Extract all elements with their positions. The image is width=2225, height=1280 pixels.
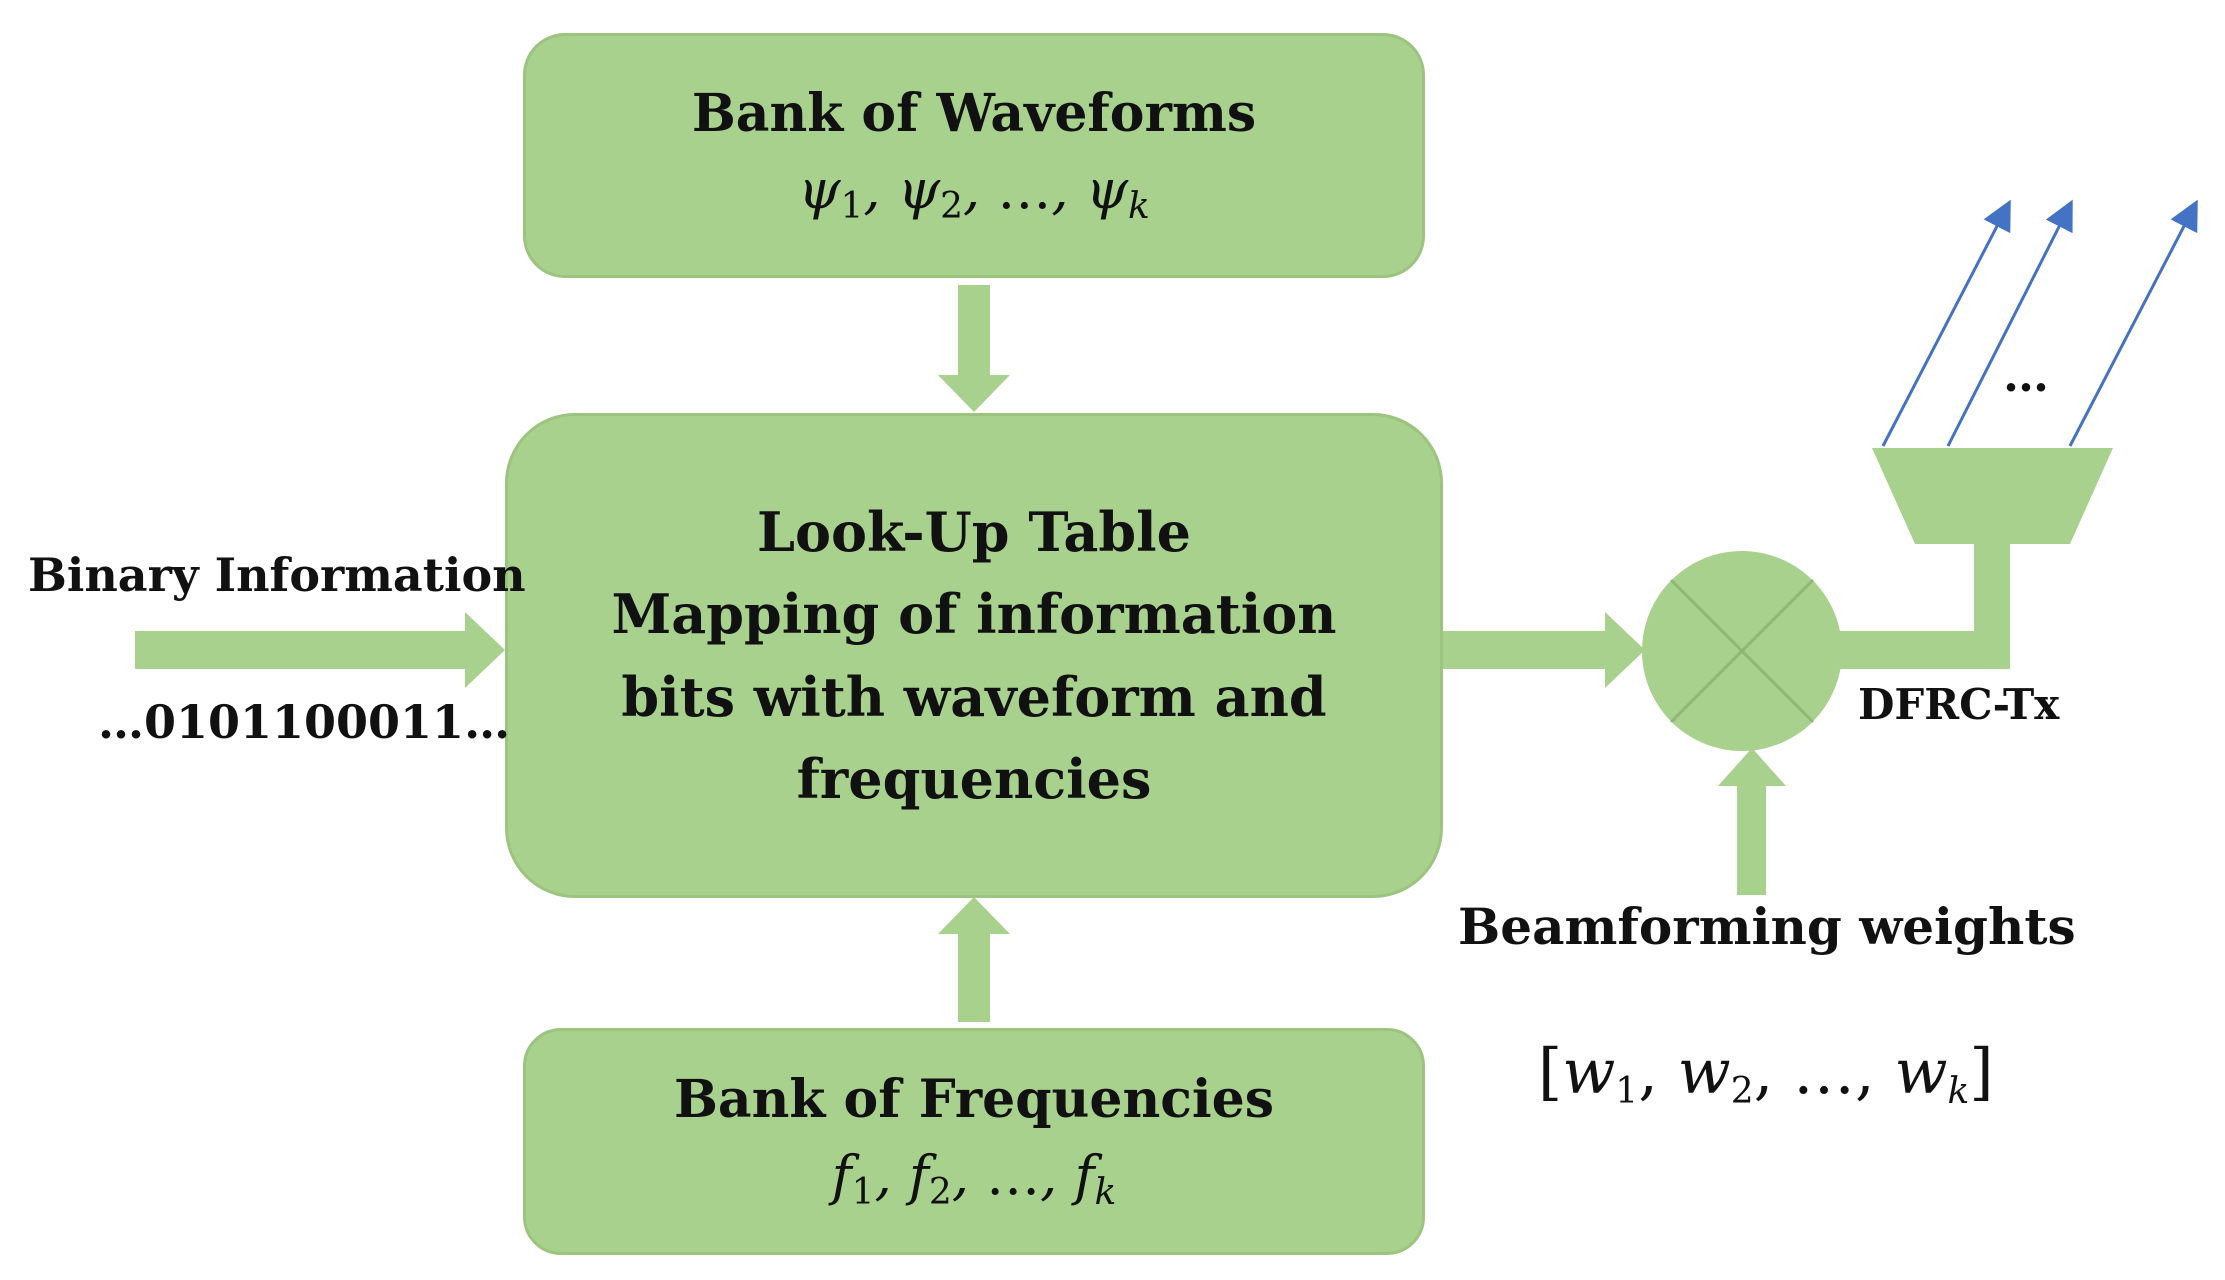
weight-symbol: w xyxy=(1562,1035,1616,1108)
frequency-set-formula: f1, f2, …, fk xyxy=(832,1144,1117,1213)
separator: , xyxy=(863,157,898,221)
ellipsis: … xyxy=(997,157,1052,221)
lut-to-mixer-arrow xyxy=(1440,612,1645,688)
separator: , xyxy=(1638,1035,1678,1108)
waveform-subscript-1: 1 xyxy=(840,185,864,227)
binary-bit-stream: …0101100011… xyxy=(98,695,511,749)
lookup-table-line: bits with waveform and xyxy=(621,664,1327,729)
weight-subscript-1: 1 xyxy=(1615,1071,1639,1112)
weights-vector: [w1, w2, …, wk] xyxy=(1538,1035,1994,1112)
lookup-table-line: frequencies xyxy=(796,746,1152,811)
binary-information-label: Binary Information xyxy=(28,548,526,602)
separator: , xyxy=(1051,157,1086,221)
waveform-to-lut-arrow xyxy=(938,285,1010,412)
lookup-table-line: Mapping of information xyxy=(611,582,1337,647)
frequency-symbol: f xyxy=(831,1143,852,1207)
frequency-subscript-1: 1 xyxy=(851,1171,875,1213)
separator: , xyxy=(963,157,998,221)
weight-symbol: w xyxy=(1894,1035,1948,1108)
beam-arrow-3 xyxy=(2068,199,2198,447)
open-bracket: [ xyxy=(1538,1035,1563,1108)
separator: , xyxy=(1855,1035,1895,1108)
separator: , xyxy=(951,1143,987,1207)
weight-subscript-2: 2 xyxy=(1730,1071,1754,1112)
waveform-subscript-k: k xyxy=(1128,185,1150,227)
mixer-multiplier xyxy=(1642,551,1842,751)
close-bracket: ] xyxy=(1969,1035,1994,1108)
waveform-symbol: ψ xyxy=(897,157,941,221)
waveform-set-formula: ψ1, ψ2, …, ψk xyxy=(798,158,1150,227)
weight-symbol: w xyxy=(1677,1035,1731,1108)
beam-ellipsis: … xyxy=(2003,348,2049,402)
separator: , xyxy=(874,1143,909,1207)
frequency-to-lut-arrow xyxy=(938,897,1010,1022)
beam-arrow-1 xyxy=(1881,199,2011,447)
frequency-symbol: f xyxy=(1074,1143,1095,1207)
beamforming-weights-label: Beamforming weights xyxy=(1458,897,2076,956)
waveform-bank-title: Bank of Waveforms xyxy=(691,83,1257,145)
frequency-bank-block: Bank of Frequencies f1, f2, …, fk xyxy=(523,1028,1425,1255)
lookup-table-block: Look-Up Table Mapping of information bit… xyxy=(505,413,1443,898)
waveform-subscript-2: 2 xyxy=(940,185,963,227)
waveform-symbol: ψ xyxy=(1085,157,1129,221)
separator: , xyxy=(1040,1143,1075,1207)
weights-to-mixer-arrow xyxy=(1718,748,1786,895)
lookup-table-title: Look-Up Table xyxy=(757,500,1191,565)
ellipsis: … xyxy=(986,1143,1041,1207)
waveform-bank-block: Bank of Waveforms ψ1, ψ2, …, ψk xyxy=(523,33,1425,278)
weight-subscript-k: k xyxy=(1947,1071,1970,1112)
separator: , xyxy=(1753,1035,1794,1108)
dfrc-tx-label: DFRC-Tx xyxy=(1858,680,2060,729)
waveform-symbol: ψ xyxy=(798,157,841,221)
binary-input-arrow xyxy=(135,612,505,688)
ellipsis: … xyxy=(1793,1035,1856,1108)
beam-arrow-2 xyxy=(1946,199,2073,447)
frequency-bank-title: Bank of Frequencies xyxy=(673,1069,1275,1131)
frequency-symbol: f xyxy=(908,1143,929,1207)
frequency-subscript-2: 2 xyxy=(928,1171,952,1213)
mixer-to-antenna-feed xyxy=(1840,543,2010,669)
transmit-antenna xyxy=(1872,448,2113,544)
frequency-subscript-k: k xyxy=(1094,1171,1117,1213)
